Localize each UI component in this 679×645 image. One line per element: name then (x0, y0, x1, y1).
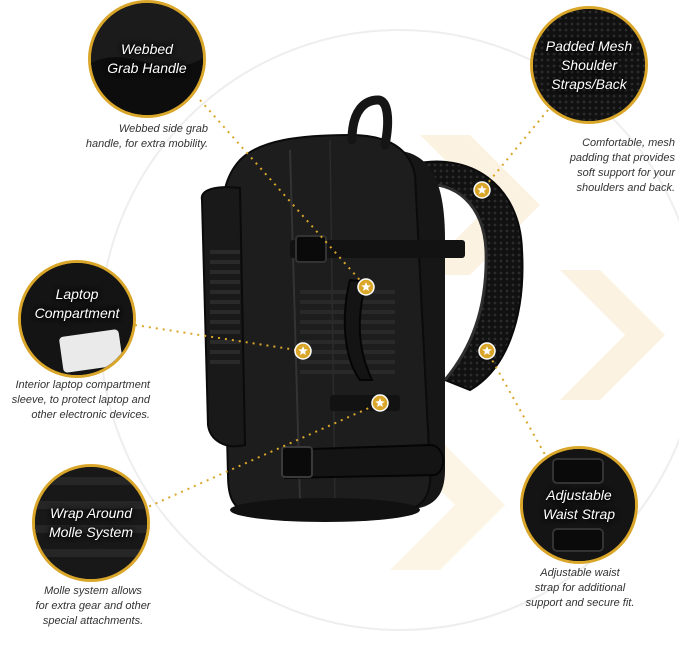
callout-title-line: Molle System (48, 524, 134, 540)
description-line: Webbed side grab (118, 123, 208, 135)
bag-bottom (230, 498, 420, 522)
description-line: shoulders and back. (576, 182, 675, 194)
callout-title-line: Adjustable (546, 487, 612, 503)
compression-strap-2 (330, 395, 400, 411)
side-grab-handle (343, 278, 374, 381)
star-marker-icon (294, 342, 312, 360)
callout-title-line: Webbed (121, 41, 173, 57)
callout-title-line: Grab Handle (107, 60, 187, 76)
callout-title-line: Laptop (55, 286, 99, 302)
description-line: Interior laptop compartment (15, 379, 150, 391)
star-marker-icon (371, 394, 389, 412)
callout-title-line: Straps/Back (551, 75, 627, 92)
description-line: for extra gear and other (35, 600, 151, 612)
background-chevron-right (560, 270, 665, 400)
waist-buckle (281, 446, 313, 478)
side-pocket-molle (210, 250, 240, 370)
star-marker-icon (473, 181, 491, 199)
description-line: support and secure fit. (525, 597, 635, 609)
leader-laptop (134, 324, 304, 352)
waist-strap (284, 443, 445, 480)
background-chevron-top (420, 135, 540, 275)
top-handle (347, 95, 393, 150)
description-line: Molle system allows (44, 585, 142, 597)
buckle-1 (295, 235, 327, 263)
shoulder-strap-edge (419, 182, 488, 381)
feature-markers (294, 181, 496, 412)
description-line: Comfortable, mesh (582, 137, 675, 149)
star-marker-icon (478, 342, 496, 360)
background-chevron-bottom (390, 440, 505, 570)
description-line: strap for additional (534, 582, 626, 594)
description-line: Adjustable waist (540, 567, 620, 579)
description-webbed-grab-handle: Webbed side grab handle, for extra mobili… (60, 122, 208, 152)
description-line: soft support for your (577, 167, 675, 179)
description-line: handle, for extra mobility. (85, 138, 208, 150)
body-seam (289, 149, 301, 501)
callout-title-line: Wrap Around (50, 505, 132, 521)
description-adjustable-waist-strap: Adjustable waist strap for additional supp… (500, 566, 660, 611)
description-line: special attachments. (42, 615, 144, 627)
callout-title-line: Waist Strap (542, 506, 616, 522)
callout-title-line: Compartment (34, 305, 120, 321)
leader-lines (129, 99, 549, 516)
description-laptop-compartment: Interior laptop compartment sleeve, to pr… (0, 378, 150, 423)
description-wrap-around-molle: Molle system allows for extra gear and ot… (18, 584, 168, 629)
compression-strap-1 (290, 240, 465, 258)
description-padded-mesh-straps: Comfortable, mesh padding that provides so… (500, 136, 675, 196)
description-line: padding that provides (569, 152, 675, 164)
description-line: other electronic devices. (31, 409, 150, 421)
callout-title-line: Padded Mesh (545, 37, 633, 54)
leader-waist-strap (486, 350, 549, 461)
star-marker-icon (357, 278, 375, 296)
callout-title-line: Shoulder (560, 56, 618, 73)
description-line: sleeve, to protect laptop and (11, 394, 150, 406)
body-seam-2 (329, 139, 336, 506)
